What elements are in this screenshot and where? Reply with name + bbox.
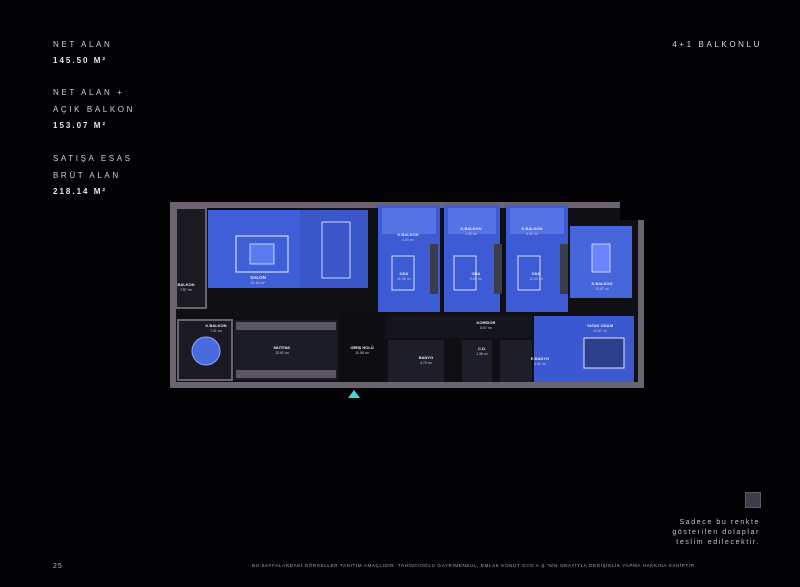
closet-room: [462, 340, 492, 382]
balcony-room: [175, 207, 207, 309]
room-label: K.BALKON: [521, 226, 542, 231]
room-area: 11.26 m²: [397, 277, 411, 281]
room-area: 10.58 m²: [355, 351, 370, 355]
room-area: 13.67 m²: [595, 287, 610, 291]
room-area: 4.52 m²: [465, 232, 478, 236]
unit-type-title: 4+1 BALKONLU: [672, 40, 762, 49]
room-label: K.BALKON: [460, 226, 481, 231]
en-suite-bathroom: [500, 340, 532, 382]
gross-area-value: 218.14 M²: [53, 187, 108, 196]
net-area-label: NET ALAN: [53, 40, 113, 49]
net-area-value: 145.50 M²: [53, 56, 108, 65]
balcony-table: [191, 336, 221, 366]
net-balcony-label-1: NET ALAN +: [53, 88, 125, 97]
room-area: 7.57 m²: [180, 288, 193, 292]
room-label: MUTFAK: [274, 345, 291, 350]
room-area: 7.01 m²: [210, 329, 223, 333]
room-area: 4.53 m²: [402, 238, 415, 242]
bathroom: [388, 340, 444, 382]
room-label: K.BALKON: [397, 232, 418, 237]
room-area: 1.36 m²: [476, 352, 489, 356]
net-balcony-value: 153.07 M²: [53, 121, 108, 130]
entrance-marker: [348, 390, 360, 398]
room-label: YATAK ODASI: [587, 323, 614, 328]
room-label: ODA: [400, 271, 409, 276]
room-area: 6.67 m²: [480, 326, 493, 330]
bedroom-3-balcony: [510, 208, 564, 234]
note-line-3: teslim edilecektir.: [676, 539, 760, 546]
room-label: BANYO: [419, 355, 433, 360]
page-number: 25: [53, 563, 63, 570]
room-area: 31.60 m²: [251, 281, 267, 285]
room-area: 4.62 m²: [534, 362, 547, 366]
wardrobe-note: Sadece bu renkte gösterilen dolaplar tes…: [620, 518, 760, 548]
wardrobe-color-swatch: [745, 492, 761, 508]
room-label: KORİDOR: [477, 320, 496, 325]
note-line-1: Sadece bu renkte: [679, 519, 760, 526]
room-area: 4.52 m²: [526, 232, 539, 236]
room-label: BALKON: [177, 282, 194, 287]
room-area: 13.67 m²: [593, 329, 608, 333]
room-area: 4.73 m²: [420, 361, 433, 365]
disclaimer-text: BU SAYFALARDAKİ GÖRSELLER TANITIM AMAÇLI…: [252, 563, 697, 568]
bedroom-2-balcony: [448, 208, 496, 234]
dining-area: [300, 210, 368, 288]
room-label: C.D.: [478, 346, 486, 351]
note-line-2: gösterilen dolaplar: [672, 529, 760, 536]
room-label: GİRİŞ HOLÜ: [350, 345, 373, 350]
room-label: K.BALKON: [205, 323, 226, 328]
room-label: E.BANYO: [531, 356, 549, 361]
room-label: ODA: [472, 271, 481, 276]
corridor: [386, 316, 532, 338]
gross-area-label-1: SATIŞA ESAS: [53, 154, 133, 163]
room-label: ODA: [532, 271, 541, 276]
room-area: 9.83 m²: [470, 277, 483, 281]
room-area: 10.00 m²: [529, 277, 544, 281]
net-balcony-label-2: AÇIK BALKON: [53, 105, 135, 114]
room-area: 13.92 m²: [275, 351, 290, 355]
room-label: SALON: [250, 275, 266, 280]
room-label: E.BALKON: [592, 281, 613, 286]
bedroom-1-balcony: [382, 208, 436, 234]
entrance-hall: [340, 314, 384, 382]
gross-area-label-2: BRÜT ALAN: [53, 171, 121, 180]
